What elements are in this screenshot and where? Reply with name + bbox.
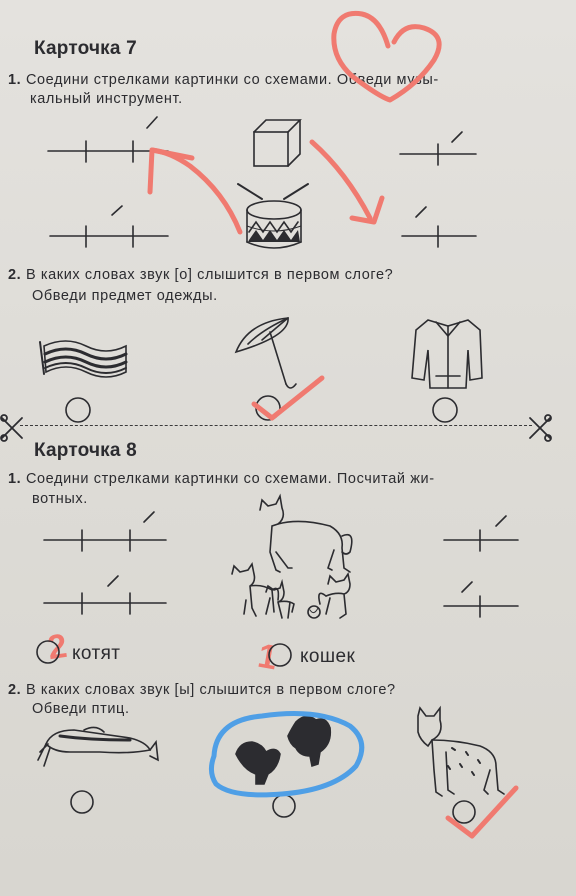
blue-circle-roosters	[208, 711, 365, 798]
card7-task1-number: 1.	[8, 72, 22, 88]
cats-word: кошек	[300, 646, 356, 667]
answer-circle-roosters[interactable]	[272, 794, 296, 818]
card8-task2-text: В каких словах звук [ы] слышится в перво…	[25, 682, 396, 698]
card7-title: Карточка 7	[34, 38, 137, 59]
lynx-picture	[417, 705, 505, 797]
syllable-scheme-8c	[443, 515, 519, 552]
answer-circle-kittens[interactable]	[36, 640, 60, 664]
flag-picture	[39, 340, 128, 378]
arrow-drum-to-scheme	[149, 147, 243, 235]
syllable-scheme-8b	[43, 575, 167, 615]
syllable-scheme-7c	[399, 131, 477, 166]
syllable-scheme-8d	[443, 581, 519, 618]
card8-task2-line1: 2. В каких словах звук [ы] слышится в пе…	[8, 681, 396, 700]
roosters-picture	[235, 715, 332, 785]
jacket-picture	[411, 319, 483, 389]
arrow-cube-to-scheme	[309, 139, 373, 221]
card8-task1-line2: вотных.	[32, 491, 88, 507]
umbrella-picture	[234, 317, 297, 389]
red-pen-marks	[147, 10, 519, 839]
checkmark-lynx	[445, 785, 519, 839]
card8-task2-line2: Обведи птиц.	[32, 701, 130, 717]
card7-task2-line2: Обведи предмет одежды.	[32, 288, 218, 304]
card7-task2-text: В каких словах звук [о] слышится в перво…	[25, 267, 394, 283]
card7-task2-number: 2.	[8, 267, 22, 283]
syllable-scheme-7b	[49, 205, 169, 248]
syllable-scheme-8a	[43, 511, 167, 552]
card7-task2-line1: 2. В каких словах звук [о] слышится в пе…	[8, 266, 393, 285]
answer-circle-jacket[interactable]	[432, 397, 458, 423]
drawn-heart	[331, 10, 442, 103]
drum-pattern	[248, 230, 300, 242]
card8-task2-number: 2.	[8, 682, 22, 698]
card7-task1-line1: 1. Соедини стрелками картинки со схемами…	[8, 71, 439, 90]
answer-circle-catfish[interactable]	[70, 790, 94, 814]
arrowhead-left	[147, 147, 195, 195]
kittens-word: котят	[72, 643, 121, 664]
answer-circle-flag[interactable]	[65, 397, 91, 423]
cube-picture	[253, 119, 302, 167]
catfish-picture	[37, 726, 159, 767]
syllable-scheme-7a	[47, 116, 169, 163]
arrowhead-right	[349, 195, 385, 225]
checkmark-umbrella	[251, 375, 325, 421]
card8-task1-text: Соедини стрелками картинки со схемами. П…	[25, 471, 435, 487]
card8-title: Карточка 8	[34, 440, 137, 461]
cat-picture	[259, 493, 353, 573]
answer-circle-lynx[interactable]	[452, 800, 476, 824]
card7-task1-line2: кальный инструмент.	[30, 91, 183, 107]
card7-task1-text: Соедини стрелками картинки со схемами. О…	[25, 72, 439, 88]
kittens-picture	[231, 561, 351, 619]
answer-circle-cats[interactable]	[268, 643, 292, 667]
scissors-icon-left	[0, 414, 23, 442]
drum-picture	[237, 183, 309, 249]
syllable-scheme-7d	[401, 206, 477, 248]
card8-task1-number: 1.	[8, 471, 22, 487]
cut-line	[20, 425, 532, 426]
card8-task1-line1: 1. Соедини стрелками картинки со схемами…	[8, 470, 435, 489]
scissors-icon-right	[529, 414, 552, 442]
